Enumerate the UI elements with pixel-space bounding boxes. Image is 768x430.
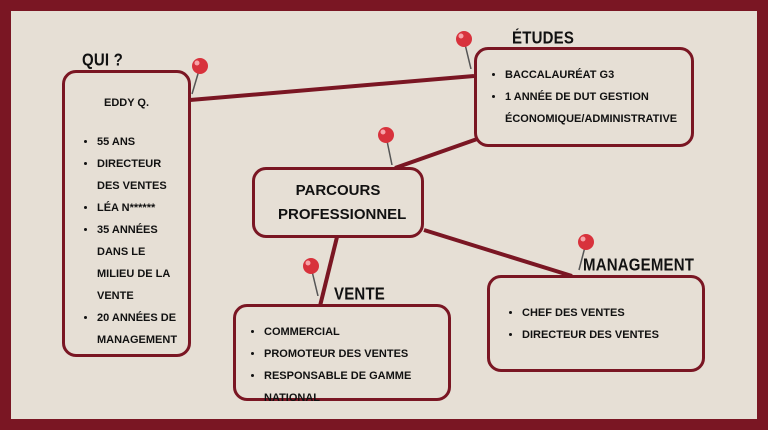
pushpin-icon bbox=[456, 31, 472, 69]
etudes-item-dut: 1 ANNÉE DE DUT GESTION ÉCONOMIQUE/ADMINI… bbox=[505, 86, 681, 130]
vente-list: COMMERCIAL PROMOTEUR DES VENTES RESPONSA… bbox=[246, 321, 440, 409]
vente-item-responsable: RESPONSABLE DE GAMME NATIONAL bbox=[264, 365, 440, 409]
management-item-chef: CHEF DES VENTES bbox=[522, 302, 694, 324]
etudes-list: BACCALAURÉAT G3 1 ANNÉE DE DUT GESTION É… bbox=[487, 64, 681, 130]
parcours-card: PARCOURS PROFESSIONNEL bbox=[252, 167, 424, 238]
qui-heading: QUI ? bbox=[82, 50, 123, 71]
qui-item-age: 55 ANS bbox=[97, 131, 180, 153]
parcours-title: PARCOURS PROFESSIONNEL bbox=[278, 181, 407, 223]
management-item-directeur: DIRECTEUR DES VENTES bbox=[522, 324, 694, 346]
vente-heading: VENTE bbox=[334, 284, 386, 305]
etudes-item-bac: BACCALAURÉAT G3 bbox=[505, 64, 681, 86]
connector-qui-etudes bbox=[189, 74, 475, 102]
vente-card: COMMERCIAL PROMOTEUR DES VENTES RESPONSA… bbox=[233, 304, 451, 404]
pushpin-icon bbox=[578, 234, 594, 271]
connector-parcours-vente bbox=[318, 236, 339, 307]
qui-item-experience: 35 ANNÉES DANS LE MILIEU DE LA VENTE bbox=[97, 219, 180, 307]
qui-item-contact: LÉA N****** bbox=[97, 197, 180, 219]
qui-card: EDDY Q. 55 ANS DIRECTEUR DES VENTES LÉA … bbox=[62, 70, 191, 357]
etudes-card: BACCALAURÉAT G3 1 ANNÉE DE DUT GESTION É… bbox=[474, 47, 694, 147]
connector-parcours-management bbox=[423, 228, 573, 278]
vente-item-commercial: COMMERCIAL bbox=[264, 321, 440, 343]
management-list: CHEF DES VENTES DIRECTEUR DES VENTES bbox=[504, 302, 694, 346]
pushpin-icon bbox=[191, 58, 208, 95]
qui-list: 55 ANS DIRECTEUR DES VENTES LÉA N****** … bbox=[79, 131, 180, 351]
connector-parcours-etudes bbox=[394, 136, 481, 170]
pushpin-icon bbox=[303, 258, 319, 296]
vente-item-promoteur: PROMOTEUR DES VENTES bbox=[264, 343, 440, 365]
qui-name: EDDY Q. bbox=[103, 97, 150, 109]
management-heading: MANAGEMENT bbox=[583, 255, 695, 276]
qui-item-management: 20 ANNÉES DE MANAGEMENT bbox=[97, 307, 180, 351]
etudes-heading: ÉTUDES bbox=[512, 28, 575, 49]
qui-item-role: DIRECTEUR DES VENTES bbox=[97, 153, 180, 197]
management-card: CHEF DES VENTES DIRECTEUR DES VENTES bbox=[487, 275, 705, 372]
pushpin-icon bbox=[378, 127, 394, 165]
